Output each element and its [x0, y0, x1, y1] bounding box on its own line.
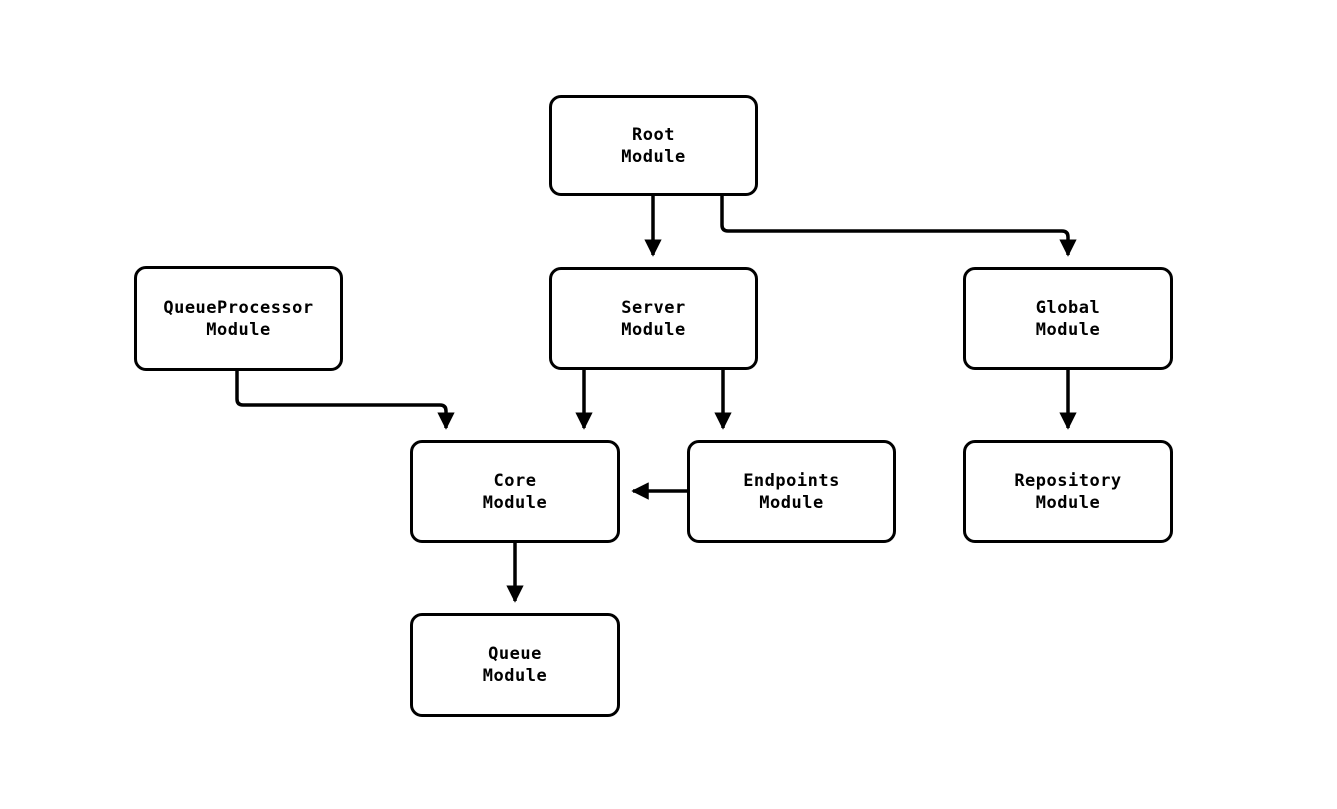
node-endpoints-module[interactable]: Endpoints Module	[687, 440, 896, 543]
node-global-module[interactable]: Global Module	[963, 267, 1173, 370]
node-endpoints-module-label: Endpoints Module	[743, 470, 840, 513]
node-queueprocessor-module[interactable]: QueueProcessor Module	[134, 266, 343, 371]
node-core-module-label: Core Module	[482, 470, 548, 513]
node-server-module[interactable]: Server Module	[549, 267, 758, 370]
node-server-module-label: Server Module	[621, 297, 686, 340]
node-queue-module[interactable]: Queue Module	[410, 613, 620, 717]
node-queueprocessor-module-label: QueueProcessor Module	[163, 297, 314, 340]
node-repository-module-label: Repository Module	[1014, 470, 1122, 513]
node-queue-module-label: Queue Module	[482, 644, 548, 686]
node-repository-module[interactable]: Repository Module	[963, 440, 1173, 543]
edge-queueprocessor-to-core	[235, 371, 455, 430]
edge-root-to-global	[720, 196, 1077, 257]
node-core-module[interactable]: Core Module	[410, 440, 620, 543]
node-root-module-label: Root Module	[621, 124, 686, 167]
node-root-module[interactable]: Root Module	[549, 95, 758, 196]
node-global-module-label: Global Module	[1035, 297, 1101, 340]
